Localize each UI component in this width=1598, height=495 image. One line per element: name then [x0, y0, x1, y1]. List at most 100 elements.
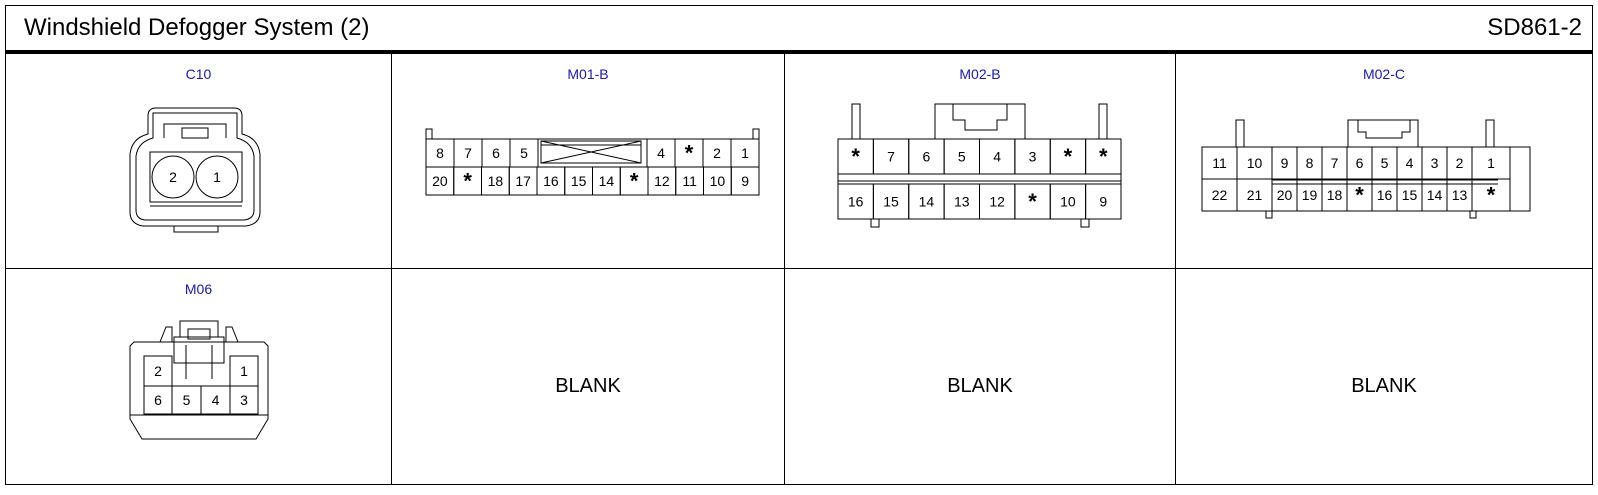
- m02c-bottom-pin: 15: [1402, 187, 1418, 203]
- m02c-top-pin: 8: [1306, 155, 1314, 171]
- m02c-top-pin: 3: [1431, 155, 1439, 171]
- c10-housing: [129, 107, 261, 233]
- m02c-bottom-pin: *: [1487, 183, 1496, 208]
- m01b-bottom-pin: 11: [682, 173, 697, 189]
- m01b-bottom-pin: 10: [710, 173, 726, 189]
- m06-housing: [129, 320, 269, 440]
- m06-bottom-pin: 3: [240, 392, 248, 408]
- diagram-code: SD861-2: [1487, 14, 1582, 41]
- m06-bottom-cell: [229, 385, 259, 415]
- m02c-top-pin: 2: [1456, 155, 1464, 171]
- m01b-top-pin: 5: [520, 145, 528, 161]
- m02b-bottom-pin: *: [1028, 189, 1037, 214]
- m02b-top-pin: *: [851, 144, 860, 169]
- m02c-top-pin: 6: [1356, 155, 1364, 171]
- connector-label-m01b: M01-B: [567, 66, 609, 82]
- m02b-top-cell: [1085, 138, 1122, 175]
- m06-bottom-pin: 6: [154, 392, 162, 408]
- m02c-bottom-pin: 18: [1327, 187, 1343, 203]
- page-title: Windshield Defogger System (2): [24, 14, 370, 41]
- m02c-top-pin: 9: [1281, 155, 1289, 171]
- c10-pin-circle: [195, 155, 239, 199]
- m06-bottom-pin: 4: [212, 392, 220, 408]
- cell-m06: M06 2 1 6 5 4 3: [6, 269, 392, 484]
- connector-label-m02c: M02-C: [1362, 66, 1405, 82]
- connector-label-m06: M06: [184, 281, 213, 297]
- cell-blank-1: BLANK: [392, 269, 785, 484]
- m02b-bottom-pin: 12: [989, 194, 1005, 210]
- connector-m06-drawing: 2 1 6 5 4 3: [129, 320, 269, 440]
- m06-pins: 2 1 6 5 4 3: [143, 355, 259, 415]
- m02c-top-pin: 11: [1212, 155, 1227, 171]
- c10-pin: 2: [169, 169, 177, 185]
- m02c-top-pin: 1: [1487, 155, 1495, 171]
- m02b-top-pin: 4: [993, 149, 1001, 165]
- blank-label: BLANK: [947, 375, 1013, 397]
- m01b-bottom-pin: *: [463, 169, 472, 194]
- diagram-frame: Windshield Defogger System (2) SD861-2 C…: [5, 5, 1593, 485]
- m02b-bottom-pin: 13: [954, 194, 970, 210]
- m01b-bottom-pin: 15: [571, 173, 587, 189]
- m02b-top-pin: 7: [887, 149, 895, 165]
- m02b-top-pin: *: [1064, 144, 1073, 169]
- m01b-top-pin: *: [685, 141, 694, 166]
- blank-label: BLANK: [555, 375, 621, 397]
- m02b-top-pin: *: [1099, 144, 1108, 169]
- m02c-bottom-pin: 20: [1277, 187, 1293, 203]
- m02b-bottom-pin: 15: [883, 194, 899, 210]
- m01b-top-pin: 6: [492, 145, 500, 161]
- m02c-bottom-pin: 14: [1427, 187, 1443, 203]
- m01b-top-pin: 4: [657, 145, 665, 161]
- c10-pin-circle: [151, 155, 195, 199]
- m02b-top-pin: 5: [958, 149, 966, 165]
- m02b-top-pin: 6: [923, 149, 931, 165]
- m02c-top-pin: 10: [1247, 155, 1263, 171]
- m02c-bottom-pin: *: [1355, 183, 1364, 208]
- m01b-bottom-pin: 20: [432, 173, 448, 189]
- m06-top-pin: 1: [240, 363, 248, 379]
- title-bar: Windshield Defogger System (2) SD861-2: [6, 6, 1592, 54]
- m06-bottom-pin: 5: [183, 392, 191, 408]
- m01b-top-pin: 8: [436, 145, 444, 161]
- m02c-bottom-pin: 21: [1247, 187, 1263, 203]
- m01b-bottom-pin: 16: [543, 173, 559, 189]
- m02c-bottom-pin: 16: [1377, 187, 1393, 203]
- m01b-top-pin: 7: [464, 145, 472, 161]
- m02c-top-pin: 5: [1381, 155, 1389, 171]
- m01b-bottom-pin: 9: [741, 173, 749, 189]
- m02b-bottom-pin: 14: [919, 194, 935, 210]
- m01b-bottom-pin: 17: [515, 173, 531, 189]
- connector-label-c10: C10: [185, 66, 212, 82]
- m01b-bottom-cell: [730, 166, 760, 196]
- cell-blank-2: BLANK: [785, 269, 1176, 484]
- m01b-bottom-pin: *: [630, 169, 639, 194]
- m02c-bottom-cell: [1471, 178, 1511, 212]
- c10-pin: 1: [213, 169, 221, 185]
- m02b-bottom-pin: 10: [1060, 194, 1076, 210]
- m02c-top-pin: 4: [1406, 155, 1414, 171]
- m01b-top-pin: 1: [741, 145, 749, 161]
- m02b-bottom-cell: [1085, 183, 1122, 220]
- m02b-bottom-pin: 9: [1099, 194, 1107, 210]
- cell-blank-3: BLANK: [1176, 269, 1592, 484]
- m02c-bottom-pin: 13: [1452, 187, 1468, 203]
- m02c-bottom-pin: 22: [1212, 187, 1228, 203]
- m02c-top-pin: 7: [1331, 155, 1339, 171]
- m01b-bottom-pin: 12: [654, 173, 670, 189]
- m06-top-pin: 2: [154, 363, 162, 379]
- m01b-bottom-pin: 14: [599, 173, 615, 189]
- blank-label: BLANK: [1351, 375, 1417, 397]
- m01b-bottom-pin: 18: [488, 173, 504, 189]
